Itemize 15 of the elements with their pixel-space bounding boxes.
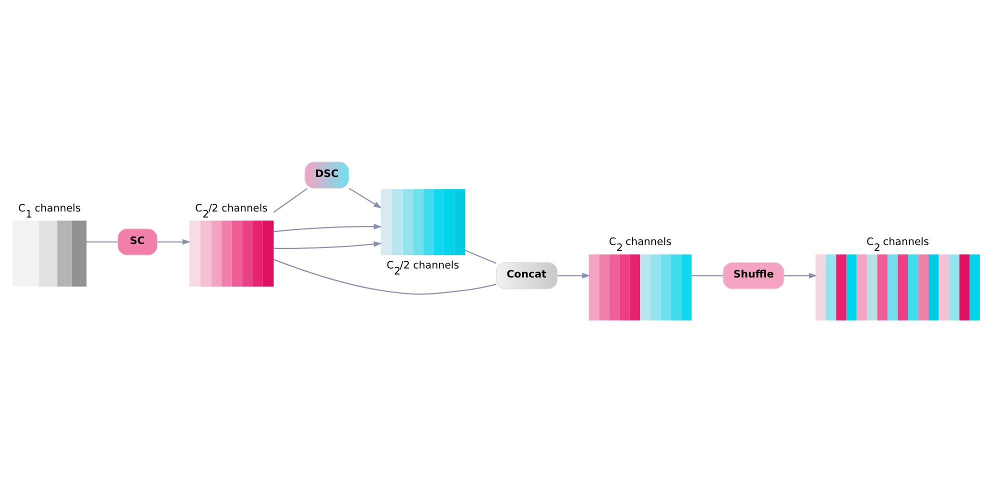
connector [273, 258, 496, 295]
arrow [348, 188, 382, 208]
arrow [273, 224, 382, 232]
arrow [784, 272, 818, 278]
node-box: DSC [304, 162, 350, 189]
node-box: SC [117, 228, 158, 256]
connector [464, 250, 496, 264]
arrow [157, 239, 191, 245]
connector [692, 275, 724, 276]
arrow [273, 241, 382, 249]
connector [273, 188, 308, 213]
arrow [558, 272, 590, 278]
node-box: Shuffle [722, 262, 784, 290]
node-box: Concat [496, 262, 558, 290]
connector [86, 241, 118, 242]
